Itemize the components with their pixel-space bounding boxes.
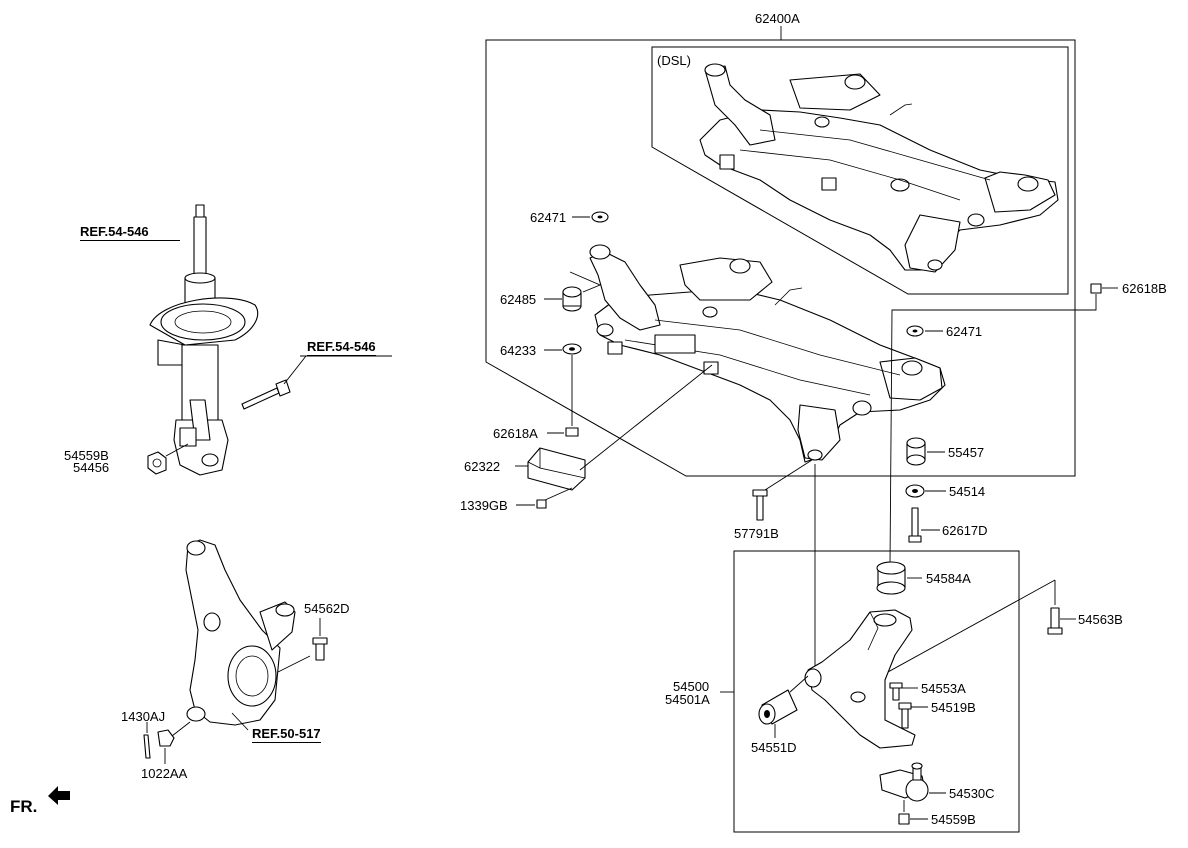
label-54500[interactable]: 54500 <box>673 679 710 694</box>
bracket-62322[interactable] <box>527 447 586 491</box>
bushing-55457[interactable] <box>906 437 926 466</box>
label-62400A[interactable]: 62400A <box>755 11 800 26</box>
steering-knuckle[interactable] <box>185 539 296 726</box>
label-62322[interactable]: 62322 <box>464 459 501 474</box>
ref-strut-bolt[interactable]: REF.54-546 <box>307 339 376 356</box>
bolt-54563B[interactable] <box>1047 607 1063 635</box>
bolt-strut-ref[interactable] <box>241 379 291 410</box>
label-54456[interactable]: 54456 <box>73 460 110 475</box>
washer-62471-left[interactable] <box>591 211 609 223</box>
label-1022AA[interactable]: 1022AA <box>141 766 188 781</box>
bolt-1339GB[interactable] <box>536 499 547 509</box>
label-54553A[interactable]: 54553A <box>921 681 966 696</box>
label-54551D[interactable]: 54551D <box>751 740 797 755</box>
bushing-54551D[interactable] <box>758 689 798 725</box>
ref-knuckle[interactable]: REF.50-517 <box>252 726 321 743</box>
ref-strut-top[interactable]: REF.54-546 <box>80 224 180 241</box>
bolt-54553A[interactable] <box>889 682 903 701</box>
front-orientation-label: FR. <box>10 797 38 816</box>
label-62617D[interactable]: 62617D <box>942 523 988 538</box>
bushing-54584A[interactable] <box>876 561 906 595</box>
nut-54559B-lower[interactable] <box>898 813 910 825</box>
bolt-62617D[interactable] <box>908 507 922 543</box>
label-54559B-strut[interactable]: 54559B <box>64 448 109 463</box>
ball-joint-54530C[interactable] <box>879 762 929 802</box>
bolt-57791B[interactable] <box>752 489 768 521</box>
label-54562D[interactable]: 54562D <box>304 601 350 616</box>
washer-64233[interactable] <box>562 343 582 355</box>
crossmember-assembly-frame <box>485 39 1076 477</box>
label-54563B[interactable]: 54563B <box>1078 612 1123 627</box>
label-54530C[interactable]: 54530C <box>949 786 995 801</box>
washer-62471-right[interactable] <box>906 325 924 337</box>
main-subframe[interactable] <box>589 244 946 463</box>
label-54584A[interactable]: 54584A <box>926 571 971 586</box>
label-dsl: (DSL) <box>657 53 691 68</box>
bolt-54519B[interactable] <box>898 702 912 729</box>
washer-54514[interactable] <box>905 484 925 498</box>
lower-arm-frame <box>733 550 1020 833</box>
label-55457[interactable]: 55457 <box>948 445 985 460</box>
label-54514[interactable]: 54514 <box>949 484 986 499</box>
label-1430AJ[interactable]: 1430AJ <box>121 709 166 724</box>
label-57791B[interactable]: 57791B <box>734 526 779 541</box>
label-62471-right[interactable]: 62471 <box>946 324 983 339</box>
dsl-subframe[interactable] <box>699 63 1059 273</box>
dsl-variant-frame <box>651 46 1069 295</box>
nut-1022AA[interactable] <box>157 729 175 747</box>
label-62618A[interactable]: 62618A <box>493 426 538 441</box>
label-54501A[interactable]: 54501A <box>665 692 710 707</box>
label-54559B-lower[interactable]: 54559B <box>931 812 976 827</box>
front-direction-arrow-icon <box>48 786 70 805</box>
label-62471-left[interactable]: 62471 <box>530 210 567 225</box>
label-64233[interactable]: 64233 <box>500 343 537 358</box>
label-62485[interactable]: 62485 <box>500 292 537 307</box>
label-62618B[interactable]: 62618B <box>1122 281 1167 296</box>
label-1339GB[interactable]: 1339GB <box>460 498 508 513</box>
bolt-54562D[interactable] <box>312 637 328 661</box>
nut-62618A[interactable] <box>565 427 579 437</box>
lower-arm-54500[interactable] <box>804 609 916 749</box>
bushing-62485[interactable] <box>562 286 582 312</box>
nut-62618B[interactable] <box>1090 283 1102 294</box>
strut-assembly[interactable] <box>149 204 259 476</box>
nut-54559B-strut[interactable] <box>147 451 167 475</box>
pin-1430AJ[interactable] <box>143 734 151 759</box>
label-54519B[interactable]: 54519B <box>931 700 976 715</box>
